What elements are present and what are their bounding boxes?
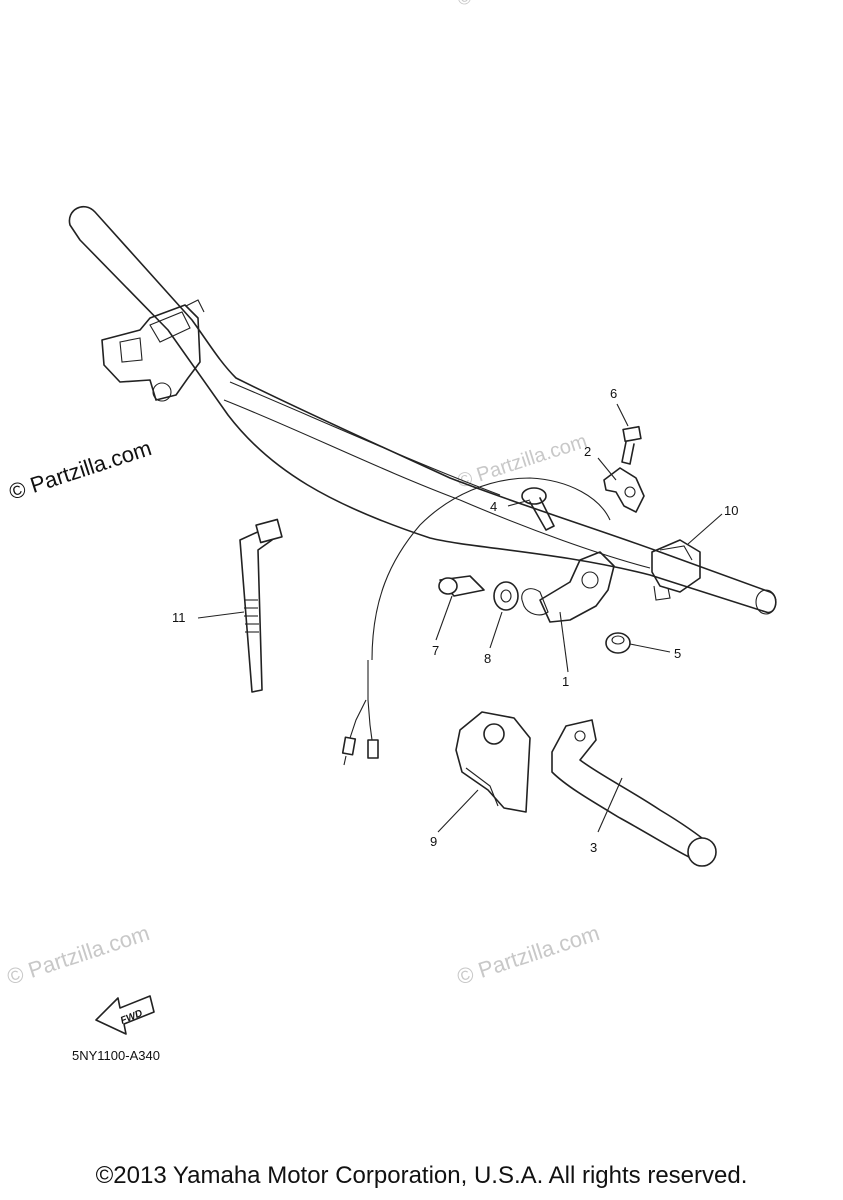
callout-2: 2 [584, 444, 591, 459]
part-8-locknut [493, 581, 519, 611]
callout-3: 3 [590, 840, 597, 855]
callout-8: 8 [484, 651, 491, 666]
fwd-arrow-icon: FWD [95, 995, 155, 1035]
part-3-lever [551, 719, 717, 867]
callout-9: 9 [430, 834, 437, 849]
callout-10: 10 [724, 503, 738, 518]
wire-connector [341, 699, 379, 766]
watermark-partzilla: © Partzilla.com [455, 430, 590, 493]
part-10-switch [651, 539, 701, 601]
part-7-adjuster [438, 575, 485, 597]
handlebar [68, 206, 777, 615]
watermark-partzilla: © Partzilla.com [455, 0, 577, 10]
clutch-cable [371, 477, 611, 661]
fwd-label: FWD [119, 1008, 144, 1027]
watermark-partzilla: © Partzilla.com [4, 920, 153, 990]
part-6-bolt [621, 425, 642, 465]
callout-1: 1 [562, 674, 569, 689]
part-1-lever-holder [521, 551, 615, 623]
watermark-partzilla: © Partzilla.com [6, 435, 155, 505]
callout-4: 4 [490, 499, 497, 514]
part-2-clamp [603, 467, 645, 513]
callout-7: 7 [432, 643, 439, 658]
drawing-code: 5NY1100-A340 [72, 1048, 160, 1063]
callout-5: 5 [674, 646, 681, 661]
part-5-nut [605, 632, 631, 654]
callout-6: 6 [610, 386, 617, 401]
part-11-cable-tie [239, 518, 283, 693]
copyright-notice: ©2013 Yamaha Motor Corporation, U.S.A. A… [95, 1162, 748, 1189]
part-9-cover [455, 711, 531, 813]
callout-11: 11 [172, 610, 186, 625]
watermark-partzilla: © Partzilla.com [454, 920, 603, 990]
